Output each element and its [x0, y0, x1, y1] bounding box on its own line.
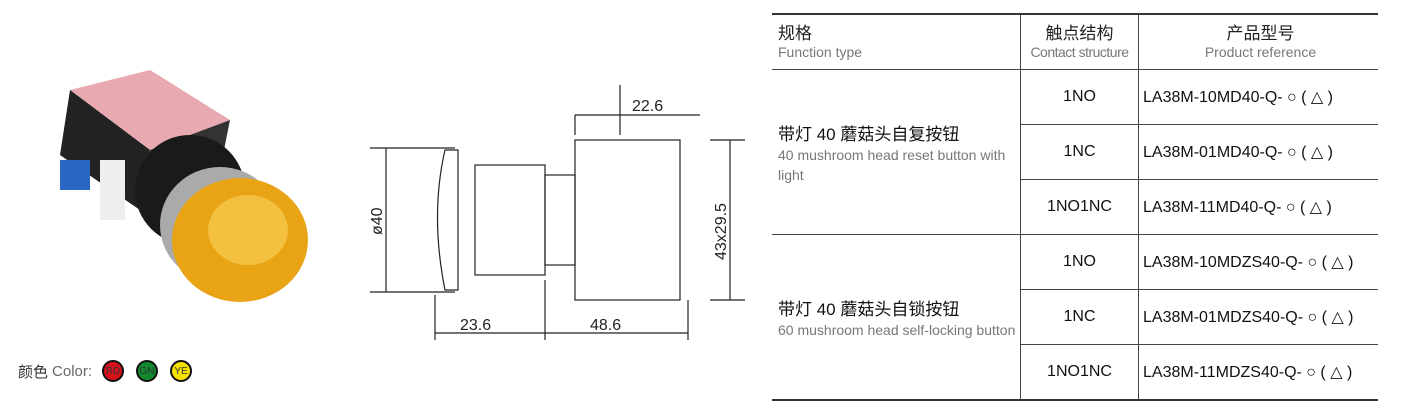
- ref-cell: LA38M-11MDZS40-Q- ○ ( △ ): [1138, 344, 1378, 401]
- dimension-drawing: 22.6 ø40 43x29.5 23.6 48.6: [370, 85, 745, 340]
- contact-cell: 1NO: [1020, 234, 1139, 290]
- contact-cell: 1NO1NC: [1020, 179, 1139, 235]
- ref-cell: LA38M-01MDZS40-Q- ○ ( △ ): [1138, 289, 1378, 345]
- function-en: 60 mushroom head self-locking button: [778, 321, 1016, 338]
- table-row: 带灯 40 蘑菇头自锁按钮 60 mushroom head self-locki…: [772, 234, 1378, 401]
- color-swatch-yellow: YE: [170, 360, 193, 382]
- contact-cell: 1NC: [1020, 124, 1139, 180]
- function-cn: 带灯 40 蘑菇头自复按钮: [778, 124, 960, 144]
- ref-cell: LA38M-11MD40-Q- ○ ( △ ): [1138, 179, 1378, 235]
- product-photo: [60, 70, 308, 302]
- color-swatch-green: GN: [136, 360, 159, 382]
- color-label-en: Color:: [52, 362, 93, 380]
- ref-cell: LA38M-01MD40-Q- ○ ( △ ): [1138, 124, 1378, 180]
- header-function-en: Function type: [778, 44, 863, 60]
- dim-body: 43x29.5: [713, 203, 730, 260]
- color-label-cn: 颜色: [18, 363, 49, 381]
- dim-diameter: ø40: [370, 207, 386, 235]
- ref-cell: LA38M-10MDZS40-Q- ○ ( △ ): [1138, 234, 1378, 290]
- contact-cell: 1NO: [1020, 69, 1139, 125]
- header-ref-en: Product reference: [1204, 44, 1317, 60]
- color-swatch-red: RD: [102, 360, 125, 382]
- function-cn: 带灯 40 蘑菇头自锁按钮: [778, 299, 960, 319]
- header-contact-en: Contact structure: [1030, 44, 1129, 60]
- dim-rear: 48.6: [590, 317, 621, 334]
- contact-cell: 1NC: [1020, 289, 1139, 345]
- header-contact-cn: 触点结构: [1045, 24, 1114, 43]
- dim-head-depth: 22.6: [632, 98, 663, 115]
- function-en: 40 mushroom head reset button with light: [778, 146, 1006, 183]
- header-ref-cn: 产品型号: [1226, 24, 1295, 43]
- ref-cell: LA38M-10MD40-Q- ○ ( △ ): [1138, 69, 1378, 125]
- contact-cell: 1NO1NC: [1020, 344, 1139, 401]
- color-options: 颜色 Color: RD GN YE: [18, 360, 204, 382]
- dim-front: 23.6: [460, 317, 491, 334]
- header-function-cn: 规格: [778, 24, 812, 43]
